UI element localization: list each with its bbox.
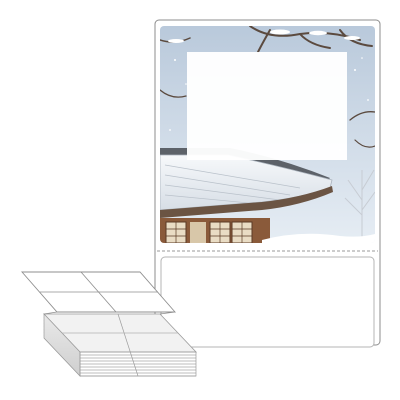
snow-on-branches <box>168 29 360 43</box>
branch-illustration <box>160 26 375 148</box>
lower-label-frame <box>160 256 375 348</box>
fanfold-stack-icon <box>21 271 197 377</box>
winter-hanok-artwork <box>160 26 375 243</box>
hanok-wall <box>160 218 270 243</box>
snow-ground <box>262 233 375 243</box>
blank-text-window <box>187 52 347 160</box>
frosty-tree <box>344 169 375 240</box>
hanok-roof <box>160 148 333 218</box>
